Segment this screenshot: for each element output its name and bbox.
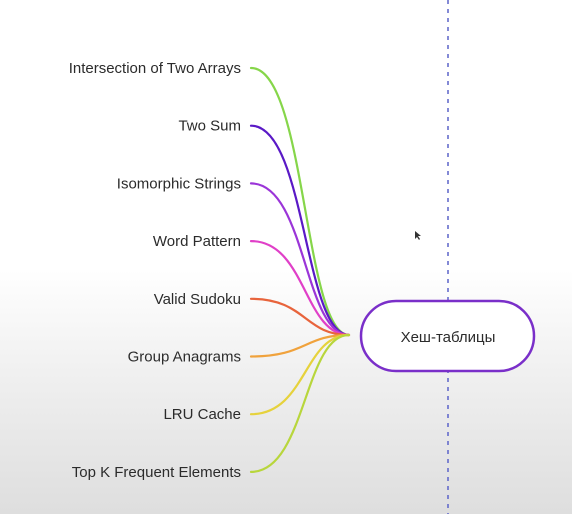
- branch-label-6[interactable]: Group Anagrams: [128, 349, 241, 366]
- branch-label-1[interactable]: Intersection of Two Arrays: [69, 60, 241, 77]
- branch-label-7[interactable]: LRU Cache: [163, 406, 241, 423]
- root-node[interactable]: Хеш-таблицы: [359, 299, 536, 373]
- branch-connector-3: [249, 182, 351, 337]
- branch-connector-5: [249, 297, 351, 337]
- branch-connector-8: [249, 333, 351, 473]
- branch-label-8[interactable]: Top K Frequent Elements: [72, 464, 241, 481]
- root-node-label: Хеш-таблицы: [401, 329, 496, 346]
- branch-connector-4: [249, 240, 351, 337]
- branch-label-3[interactable]: Isomorphic Strings: [117, 175, 241, 192]
- root-node-border[interactable]: [359, 299, 536, 373]
- branch-connector-2: [249, 124, 351, 337]
- branch-connector-1: [249, 66, 351, 337]
- branch-connector-7: [249, 333, 351, 416]
- branch-connector-6: [249, 333, 351, 358]
- mouse-cursor-icon: [415, 231, 421, 240]
- branch-label-5[interactable]: Valid Sudoku: [154, 291, 241, 308]
- branch-label-4[interactable]: Word Pattern: [153, 233, 241, 250]
- branch-label-2[interactable]: Two Sum: [178, 118, 241, 135]
